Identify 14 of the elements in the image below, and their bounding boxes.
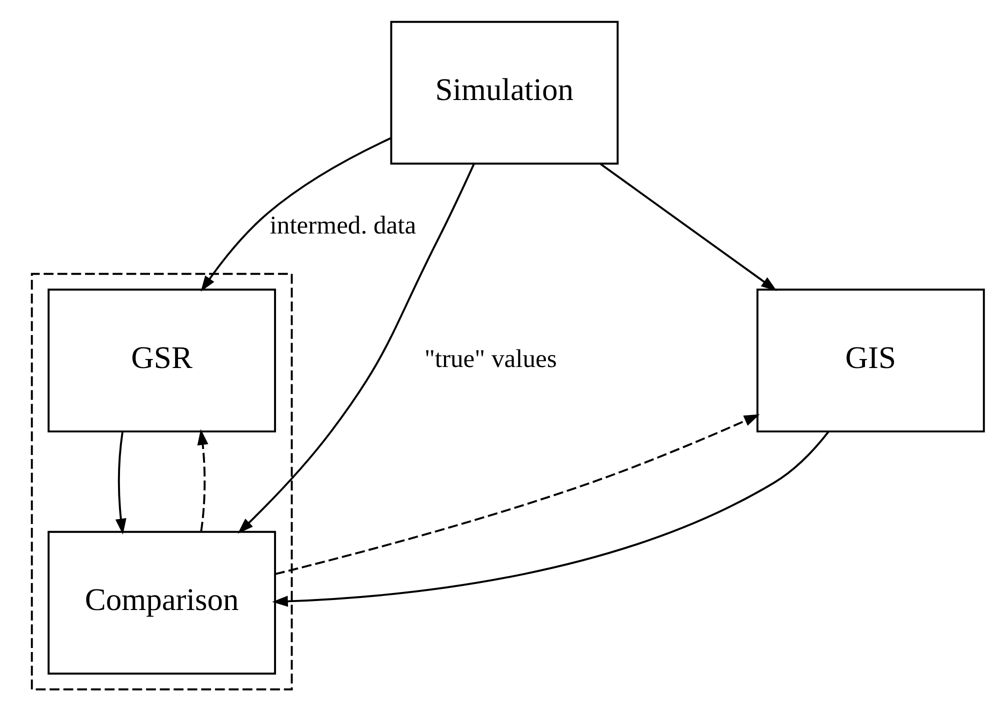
arrow bbox=[238, 163, 475, 534]
arrow bbox=[115, 431, 126, 534]
arrow bbox=[272, 430, 830, 606]
edge-label: intermed. data bbox=[270, 210, 416, 239]
node-box: GIS bbox=[756, 288, 985, 432]
node-box: Simulation bbox=[390, 20, 619, 164]
node-box: GSR bbox=[48, 288, 276, 432]
arrow bbox=[274, 414, 760, 575]
arrow bbox=[197, 428, 208, 532]
node-box: Comparison bbox=[48, 530, 276, 674]
arrow bbox=[200, 136, 392, 292]
edge-label: "true" values bbox=[424, 344, 557, 373]
arrow bbox=[600, 162, 777, 291]
cluster bbox=[30, 272, 293, 690]
